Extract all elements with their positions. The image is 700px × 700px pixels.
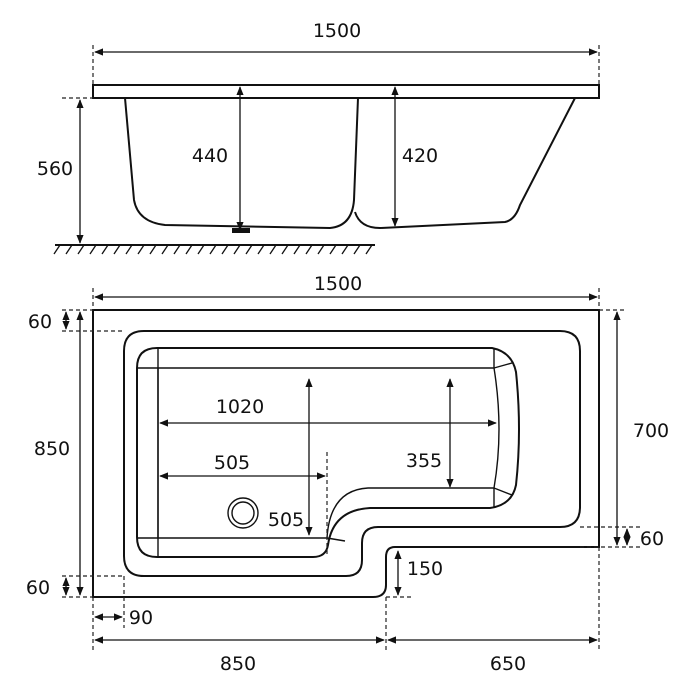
plan-view: 1500 60 850 60 90 850 650 150 [26,273,669,675]
bath-shower-end-outline [354,97,576,230]
bath-rim [92,84,600,99]
rim-bottom-label: 60 [26,577,50,599]
basin-length-label: 1020 [216,396,264,418]
hatch-mark [353,244,361,255]
hatch-mark [137,244,145,255]
hatch-mark [149,244,157,255]
hatch-mark [89,244,97,255]
hatch-mark [125,244,133,255]
shower-area-width-label: 355 [406,450,442,472]
rim-left-label: 90 [129,607,153,629]
hatch-mark [53,244,61,255]
hatch-mark [173,244,181,255]
bottom-right-length-label: 650 [490,653,526,675]
hatch-mark [245,244,253,255]
hatch-mark [305,244,313,255]
side-height-label: 560 [37,158,73,180]
hatch-mark [341,244,349,255]
hatch-mark [365,244,373,255]
side-view: 1500 560 440 420 [37,20,600,255]
hatch-mark [317,244,325,255]
hatch-mark [257,244,265,255]
bath-body-outline [124,97,359,230]
hatch-mark [329,244,337,255]
hatch-mark [185,244,193,255]
floor-edge [326,537,346,542]
hatch-mark [65,244,73,255]
hatch-mark [281,244,289,255]
hatch-mark [221,244,229,255]
hatch-mark [233,244,241,255]
side-length-label: 1500 [313,20,361,42]
drain-from-side-label: 505 [268,509,304,531]
hatch-mark [209,244,217,255]
drain-inner [231,501,255,525]
depth-right-label: 420 [402,145,438,167]
plan-width-label: 850 [34,438,70,460]
drain-icon [227,497,259,529]
bottom-left-length-label: 850 [220,653,256,675]
basin-outline [136,347,520,558]
depth-left-label: 440 [192,145,228,167]
right-width-label: 700 [633,420,669,442]
rim-top-label: 60 [28,311,52,333]
floor-edge [493,362,513,369]
hatch-mark [293,244,301,255]
rim-inner-outline [123,330,581,577]
hatch-mark [101,244,109,255]
hatch-mark [113,244,121,255]
step-depth-label: 150 [407,558,443,580]
hatch-mark [161,244,169,255]
waste-outlet [232,228,250,233]
hatch-mark [197,244,205,255]
floor-hatch [53,244,373,255]
basin-floor-outline [157,367,500,539]
hatch-mark [269,244,277,255]
floor-edge [493,487,513,496]
plan-length-label: 1500 [314,273,362,295]
hatch-mark [77,244,85,255]
drain-from-end-label: 505 [214,452,250,474]
rim-right-label: 60 [640,528,664,550]
outer-outline [92,309,600,598]
